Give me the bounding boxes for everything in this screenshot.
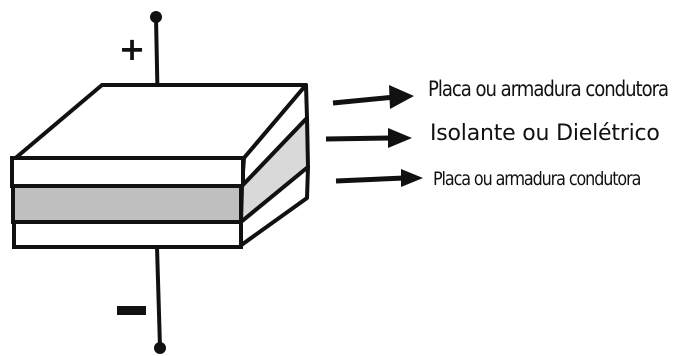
negative-terminal-dot bbox=[154, 342, 166, 354]
top-plate-front-face bbox=[10, 156, 245, 188]
bottom-plate-label: Placa ou armadura condutora bbox=[433, 168, 641, 190]
dielectric-label: Isolante ou Dielétrico bbox=[430, 121, 660, 146]
positive-symbol: + bbox=[119, 30, 146, 68]
top-plate-label: Placa ou armadura condutora bbox=[428, 77, 669, 101]
arrow-dielectric bbox=[325, 128, 412, 148]
bottom-plate-front-face bbox=[12, 220, 243, 249]
negative-lead-wire bbox=[155, 246, 162, 348]
dielectric-front-face bbox=[11, 184, 243, 224]
arrow-bottom-plate bbox=[335, 169, 423, 187]
positive-terminal-dot bbox=[150, 11, 162, 23]
negative-symbol bbox=[117, 306, 146, 315]
arrow-top-plate bbox=[332, 85, 414, 109]
